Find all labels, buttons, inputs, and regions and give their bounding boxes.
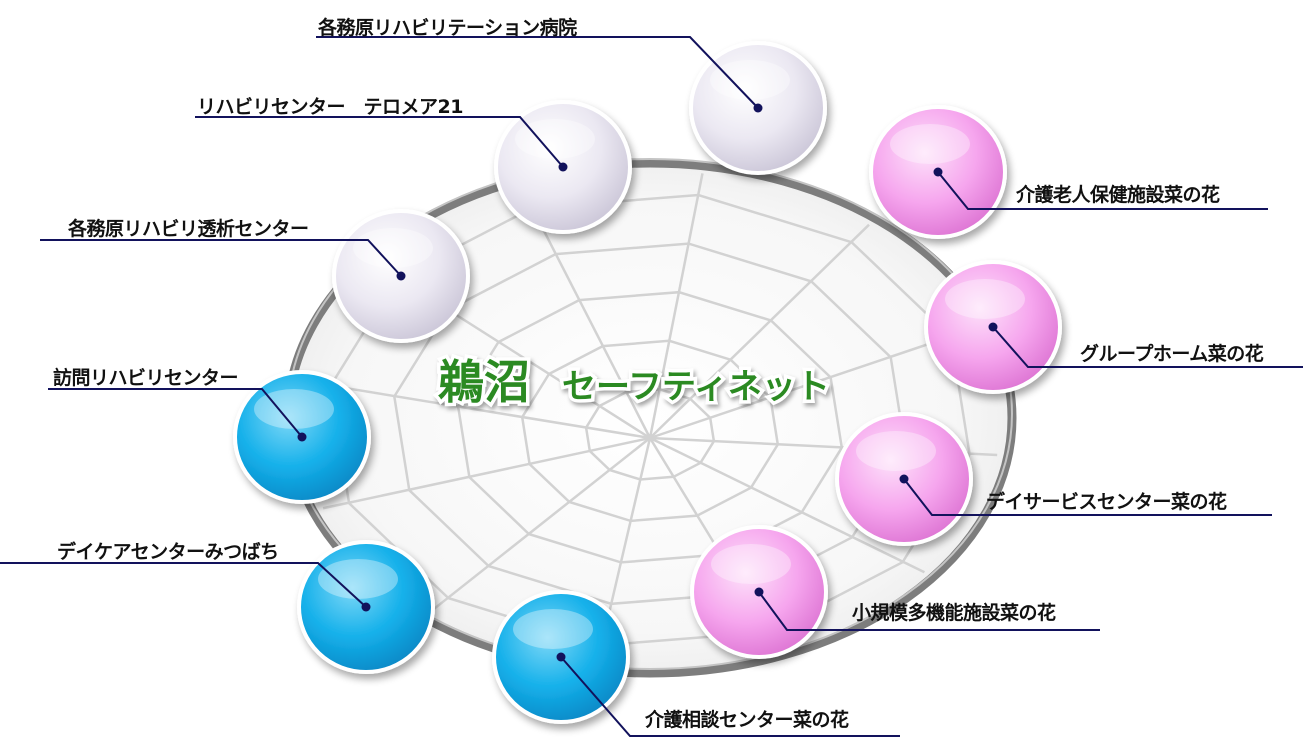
network-node [492,590,900,737]
node-dot [297,432,307,442]
web-ring [520,339,780,523]
net-fill [288,163,1012,673]
leader-line [316,36,759,109]
node-highlight [856,431,936,471]
node-highlight [254,389,334,429]
node-label: 各務原リハビリテーション病院 [318,17,577,39]
network-node [40,209,470,343]
web-spoke [430,437,651,613]
web-spoke [649,436,925,574]
web-spoke [649,223,870,439]
leader-line [560,656,900,737]
web-spoke [322,436,651,510]
leader-line [0,562,367,608]
leader-line [40,239,402,277]
net [283,158,1017,678]
web-spoke [302,379,651,440]
network-node [316,36,827,175]
leader-line [48,388,303,438]
network-node [869,105,1268,239]
web-spoke [649,326,978,440]
web-spoke [648,173,704,439]
leader-line [758,591,1100,631]
node-dot [396,271,406,281]
title-text: セーフティネット [562,367,830,407]
node-label: 介護老人保健施設菜の花 [1016,184,1220,206]
node-highlight [318,559,398,599]
node-dot [988,322,998,332]
title-kanji: 鵜沼 [438,355,530,409]
node-dot [361,602,371,612]
node-dot [933,167,943,177]
leader-line [903,478,1272,516]
node-highlight [353,228,433,268]
node-layer [0,36,1303,737]
network-node [48,370,371,504]
node-label: グループホーム菜の花 [1080,343,1264,365]
node-highlight [515,119,595,159]
leader-line [195,116,564,168]
node-highlight [710,60,790,100]
node-highlight [890,124,970,164]
node-label: 介護相談センター菜の花 [645,709,849,731]
node-label: 各務原リハビリ透析センター [68,218,309,240]
node-highlight [513,609,593,649]
node-dot [754,587,764,597]
node-dot [556,652,566,662]
node-dot [558,162,568,172]
node-label: 小規模多機能施設菜の花 [852,602,1056,624]
web-ring [584,388,716,481]
network-node [924,260,1303,394]
network-node [195,100,632,234]
node-highlight [945,279,1025,319]
network-node [690,525,1100,659]
node-label: リハビリセンター テロメア21 [197,96,463,118]
node-dot [753,103,763,113]
leader-line [992,326,1303,368]
node-label: デイサービスセンター菜の花 [986,491,1227,513]
node-dot [899,474,909,484]
node-label: 訪問リハビリセンター [53,367,239,389]
leader-line [937,171,1268,210]
diagram-title: 鵜沼 セーフティネット [435,352,834,413]
node-label: デイケアセンターみつばち [57,541,279,563]
network-node [835,412,1272,546]
node-highlight [711,544,791,584]
network-node [0,540,435,674]
